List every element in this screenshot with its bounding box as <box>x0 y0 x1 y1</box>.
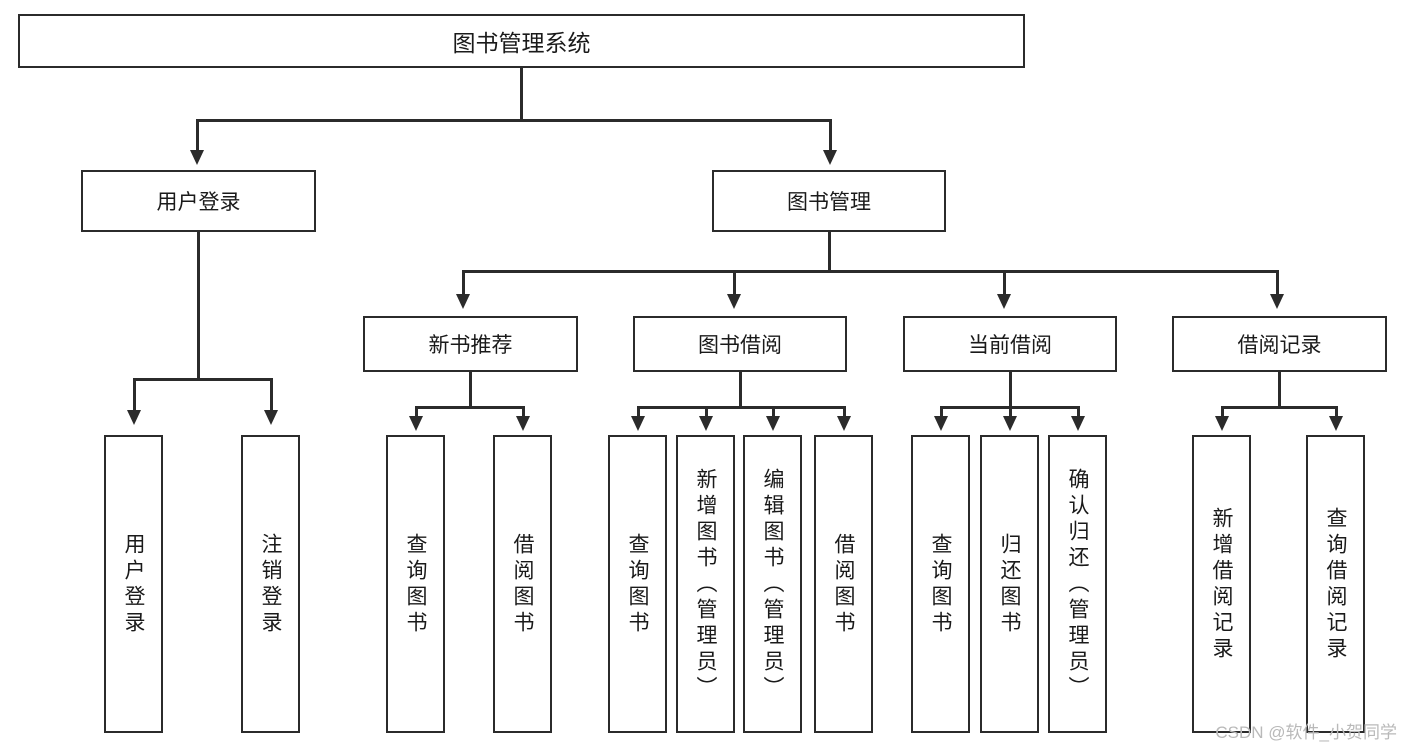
node-label: 图书借阅 <box>698 334 782 357</box>
arrowhead-new-book <box>456 294 470 309</box>
node-label: 图书管理 <box>787 191 871 214</box>
connector-bookmgmt-stem <box>828 232 831 272</box>
connector-newbook-leaf-1 <box>415 406 418 420</box>
node-root-system[interactable]: 图书管理系统 <box>18 14 1025 68</box>
leaf-label: 编辑图书（管理员） <box>761 468 784 702</box>
connector-user-login-bus <box>133 378 273 381</box>
connector-newbook-leaf-2 <box>522 406 525 420</box>
connector-newbook-stem <box>469 372 472 408</box>
connector-bookborrow-leaf-3 <box>772 406 775 420</box>
connector-currentborrow-leaf-2 <box>1009 406 1012 420</box>
leaf-query-borrow-record[interactable]: 查询借阅记录 <box>1306 435 1365 733</box>
connector-to-user-login <box>196 119 199 154</box>
node-label: 当前借阅 <box>968 334 1052 357</box>
node-borrow-record[interactable]: 借阅记录 <box>1172 316 1387 372</box>
connector-newbook-bus <box>415 406 525 409</box>
connector-currentborrow-leaf-1 <box>940 406 943 420</box>
leaf-user-login[interactable]: 用户登录 <box>104 435 163 733</box>
connector-currentborrow-leaf-3 <box>1077 406 1080 420</box>
leaf-add-borrow-record[interactable]: 新增借阅记录 <box>1192 435 1251 733</box>
connector-to-book-manage <box>829 119 832 154</box>
leaf-add-book-admin[interactable]: 新增图书（管理员） <box>676 435 735 733</box>
leaf-label: 新增图书（管理员） <box>694 468 717 702</box>
connector-userlogin-leaf-2 <box>270 378 273 414</box>
connector-borrowrecord-leaf-1 <box>1221 406 1224 420</box>
connector-user-login-stem <box>197 232 200 380</box>
leaf-label: 查询借阅记录 <box>1324 507 1347 663</box>
connector-level2-bus <box>196 119 832 122</box>
node-label: 新书推荐 <box>428 334 513 357</box>
connector-bookborrow-leaf-1 <box>637 406 640 420</box>
connector-to-new-book <box>462 270 465 297</box>
connector-level3-bus <box>462 270 1279 273</box>
leaf-confirm-return-admin[interactable]: 确认归还（管理员） <box>1048 435 1107 733</box>
arrowhead-book-manage <box>823 150 837 165</box>
node-current-borrow[interactable]: 当前借阅 <box>903 316 1117 372</box>
leaf-edit-book-admin[interactable]: 编辑图书（管理员） <box>743 435 802 733</box>
arrowhead-borrow-record <box>1270 294 1284 309</box>
connector-borrowrecord-stem <box>1278 372 1281 408</box>
csdn-watermark: CSDN @软件_小贺同学 <box>1215 723 1397 742</box>
leaf-label: 借阅图书 <box>832 533 855 637</box>
leaf-borrow-book-recommend[interactable]: 借阅图书 <box>493 435 552 733</box>
arrowhead-currentborrow-leaf-2 <box>1003 416 1017 431</box>
node-book-borrow[interactable]: 图书借阅 <box>633 316 847 372</box>
connector-bookborrow-leaf-4 <box>843 406 846 420</box>
arrowhead-newbook-leaf-2 <box>516 416 530 431</box>
leaf-label: 注销登录 <box>259 533 282 637</box>
leaf-label: 借阅图书 <box>511 533 534 637</box>
arrowhead-borrowrecord-leaf-1 <box>1215 416 1229 431</box>
leaf-label: 归还图书 <box>998 533 1021 637</box>
leaf-label: 确认归还（管理员） <box>1066 468 1089 702</box>
leaf-label: 用户登录 <box>122 533 145 637</box>
connector-borrowrecord-leaf-2 <box>1335 406 1338 420</box>
connector-to-borrow-record <box>1276 270 1279 297</box>
leaf-label: 查询图书 <box>404 533 427 637</box>
arrowhead-bookborrow-leaf-4 <box>837 416 851 431</box>
leaf-borrow-book[interactable]: 借阅图书 <box>814 435 873 733</box>
arrowhead-currentborrow-leaf-3 <box>1071 416 1085 431</box>
connector-currentborrow-stem <box>1009 372 1012 408</box>
connector-to-current-borrow <box>1003 270 1006 297</box>
arrowhead-leaf-logout <box>264 410 278 425</box>
node-new-book-recommend[interactable]: 新书推荐 <box>363 316 578 372</box>
node-label: 用户登录 <box>156 191 241 214</box>
arrowhead-bookborrow-leaf-2 <box>699 416 713 431</box>
leaf-query-book-current[interactable]: 查询图书 <box>911 435 970 733</box>
arrowhead-leaf-user-login <box>127 410 141 425</box>
arrowhead-user-login <box>190 150 204 165</box>
leaf-query-book-borrow[interactable]: 查询图书 <box>608 435 667 733</box>
arrowhead-bookborrow-leaf-3 <box>766 416 780 431</box>
connector-borrowrecord-bus <box>1221 406 1338 409</box>
arrowhead-book-borrow <box>727 294 741 309</box>
arrowhead-newbook-leaf-1 <box>409 416 423 431</box>
node-label: 借阅记录 <box>1237 334 1322 357</box>
connector-bookborrow-stem <box>739 372 742 408</box>
leaf-label: 查询图书 <box>626 533 649 637</box>
leaf-logout[interactable]: 注销登录 <box>241 435 300 733</box>
node-label: 图书管理系统 <box>452 30 591 56</box>
arrowhead-bookborrow-leaf-1 <box>631 416 645 431</box>
leaf-label: 新增借阅记录 <box>1210 507 1233 663</box>
leaf-query-book-recommend[interactable]: 查询图书 <box>386 435 445 733</box>
leaf-label: 查询图书 <box>929 533 952 637</box>
arrowhead-currentborrow-leaf-1 <box>934 416 948 431</box>
node-user-login[interactable]: 用户登录 <box>81 170 316 232</box>
arrowhead-borrowrecord-leaf-2 <box>1329 416 1343 431</box>
connector-userlogin-leaf-1 <box>133 378 136 414</box>
connector-root-stem <box>520 68 523 120</box>
connector-bookborrow-leaf-2 <box>705 406 708 420</box>
node-book-management[interactable]: 图书管理 <box>712 170 946 232</box>
arrowhead-current-borrow <box>997 294 1011 309</box>
leaf-return-book[interactable]: 归还图书 <box>980 435 1039 733</box>
connector-bookborrow-bus <box>637 406 846 409</box>
connector-to-book-borrow <box>733 270 736 297</box>
